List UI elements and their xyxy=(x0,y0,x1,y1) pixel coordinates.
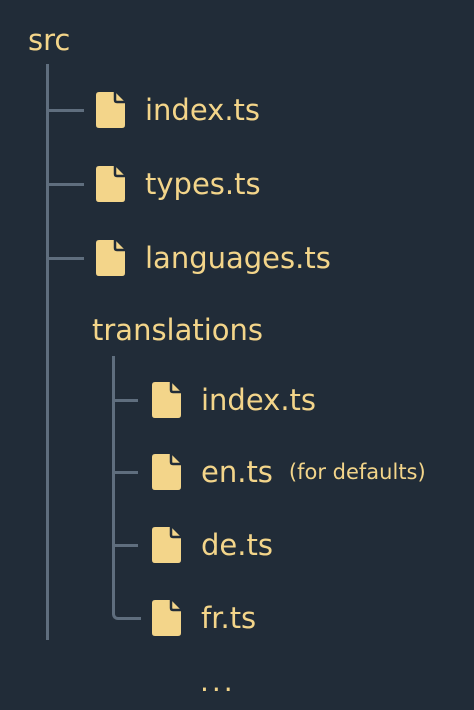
tree-branch xyxy=(49,109,84,112)
tree-branch-last xyxy=(112,572,141,620)
folder-label-translations[interactable]: translations xyxy=(92,313,264,347)
file-name: languages.ts xyxy=(145,241,331,275)
file-item-index[interactable]: index.ts xyxy=(96,88,260,132)
file-icon xyxy=(96,92,125,128)
tree-branch xyxy=(49,183,84,186)
file-name: index.ts xyxy=(145,93,261,127)
tree-line-src xyxy=(46,64,49,640)
folder-label-src[interactable]: src xyxy=(28,23,71,57)
file-icon xyxy=(152,527,181,563)
tree-line-translations xyxy=(112,356,115,576)
file-item-languages[interactable]: languages.ts xyxy=(96,236,331,280)
file-icon xyxy=(96,166,125,202)
more-items-ellipsis: ... xyxy=(200,665,236,698)
file-icon xyxy=(96,240,125,276)
tree-branch xyxy=(115,544,138,547)
file-item-translations-index[interactable]: index.ts xyxy=(152,378,316,422)
file-item-fr[interactable]: fr.ts xyxy=(152,596,256,640)
tree-branch xyxy=(115,471,138,474)
file-icon xyxy=(152,382,181,418)
file-note: (for defaults) xyxy=(288,460,426,484)
file-name: fr.ts xyxy=(201,601,257,635)
tree-branch xyxy=(49,257,84,260)
file-item-de[interactable]: de.ts xyxy=(152,523,273,567)
file-name: types.ts xyxy=(145,167,261,201)
file-item-en[interactable]: en.ts (for defaults) xyxy=(152,450,426,494)
file-name: index.ts xyxy=(201,383,317,417)
file-item-types[interactable]: types.ts xyxy=(96,162,261,206)
file-icon xyxy=(152,454,181,490)
tree-branch xyxy=(115,399,138,402)
file-icon xyxy=(152,600,181,636)
file-name: en.ts xyxy=(201,455,273,489)
file-name: de.ts xyxy=(201,528,273,562)
